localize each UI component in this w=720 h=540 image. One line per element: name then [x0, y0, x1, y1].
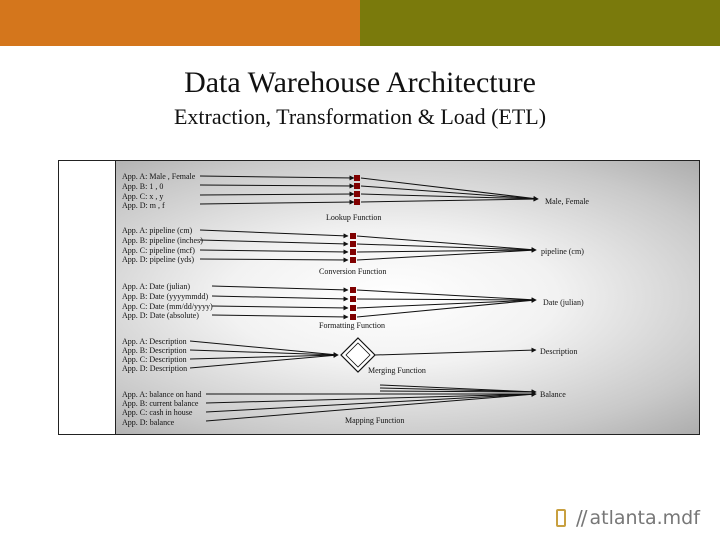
- transform-marker: [354, 175, 360, 181]
- slide-title: Data Warehouse Architecture: [184, 66, 536, 99]
- output-label: Date (julian): [543, 298, 584, 307]
- transform-to-target-arrow: [356, 297, 537, 318]
- source-to-transform-arrow: [211, 285, 349, 293]
- source-to-merge-arrow: [189, 340, 339, 358]
- source-label: App. A: balance on hand: [122, 390, 202, 399]
- transform-marker: [354, 183, 360, 189]
- output-label: Male, Female: [545, 197, 589, 206]
- transform-marker: [350, 296, 356, 302]
- logo-text: atlanta.mdf: [589, 507, 700, 529]
- source-label: App. B: pipeline (inches): [122, 236, 203, 245]
- transform-to-target-arrow: [356, 247, 537, 253]
- transform-to-target-arrow: [360, 196, 539, 203]
- etl-diagram-left-strip: [58, 160, 116, 435]
- transform-marker: [350, 233, 356, 239]
- transform-marker: [350, 257, 356, 263]
- source-label: App. C: cash in house: [122, 408, 193, 417]
- output-label: Description: [540, 347, 578, 356]
- transform-marker: [350, 287, 356, 293]
- header-band-orange: [0, 0, 360, 46]
- source-to-transform-arrow: [199, 191, 355, 197]
- source-label: App. B: Description: [122, 346, 187, 355]
- logo-mark-icon: [556, 509, 566, 527]
- source-to-transform-arrow: [199, 249, 349, 255]
- output-label: pipeline (cm): [541, 247, 584, 256]
- source-label: App. A: Male , Female: [122, 172, 196, 181]
- source-to-target-arrow: [205, 391, 537, 404]
- source-label: App. C: x , y: [122, 192, 164, 201]
- source-label: App. A: Description: [122, 337, 187, 346]
- transform-marker: [350, 305, 356, 311]
- function-label: Mapping Function: [345, 416, 405, 425]
- transform-to-target-arrow: [356, 243, 537, 253]
- transform-to-target-arrow: [356, 297, 537, 303]
- slide-subtitle: Extraction, Transformation & Load (ETL): [173, 104, 547, 129]
- source-to-transform-arrow: [199, 199, 355, 205]
- source-to-transform-arrow: [199, 183, 355, 189]
- source-to-target-arrow: [205, 391, 537, 422]
- source-label: App. B: current balance: [122, 399, 199, 408]
- merge-diamond-inner: [345, 342, 371, 368]
- source-to-transform-arrow: [199, 229, 349, 239]
- source-to-transform-arrow: [199, 257, 349, 263]
- source-label: App. C: Date (mm/dd/yyyy): [122, 302, 213, 311]
- transform-to-target-arrow: [356, 235, 537, 253]
- function-label: Conversion Function: [319, 267, 387, 276]
- header-band-olive: [360, 0, 720, 46]
- function-label: Merging Function: [368, 366, 426, 375]
- source-label: App. A: Date (julian): [122, 282, 190, 291]
- source-label: App. D: Description: [122, 364, 188, 373]
- transform-to-target-arrow: [360, 193, 539, 202]
- source-to-target-arrow: [379, 389, 537, 395]
- transform-marker: [354, 199, 360, 205]
- etl-diagram-panel: [58, 160, 700, 435]
- merge-to-target-arrow: [374, 347, 537, 356]
- transform-marker: [354, 191, 360, 197]
- output-label: Balance: [540, 390, 566, 399]
- source-to-transform-arrow: [199, 175, 355, 181]
- transform-marker: [350, 249, 356, 255]
- source-to-merge-arrow: [189, 352, 339, 360]
- source-label: App. D: Date (absolute): [122, 311, 199, 320]
- source-to-transform-arrow: [211, 314, 349, 320]
- source-to-target-arrow: [205, 391, 537, 413]
- merge-diamond: [340, 337, 376, 373]
- function-label: Lookup Function: [326, 213, 382, 222]
- source-to-transform-arrow: [211, 295, 349, 302]
- source-label: App. B: 1 , 0: [122, 182, 164, 191]
- function-label: Formatting Function: [319, 321, 385, 330]
- source-label: App. D: m , f: [122, 201, 165, 210]
- source-label: App. C: Description: [122, 355, 187, 364]
- logo-slashes: //: [576, 506, 588, 530]
- source-to-transform-arrow: [211, 305, 349, 311]
- source-label: App. D: pipeline (yds): [122, 255, 194, 264]
- atlanta-mdf-logo: // atlanta.mdf: [556, 506, 700, 530]
- source-label: App. A: pipeline (cm): [122, 226, 193, 235]
- source-to-transform-arrow: [199, 239, 349, 247]
- transform-to-target-arrow: [356, 297, 537, 309]
- source-label: App. B: Date (yyyymmdd): [122, 292, 209, 301]
- source-to-merge-arrow: [189, 349, 339, 358]
- transform-to-target-arrow: [360, 185, 539, 202]
- source-to-merge-arrow: [189, 352, 339, 369]
- transform-to-target-arrow: [360, 177, 539, 201]
- source-label: App. D: balance: [122, 418, 175, 427]
- source-label: App. C: pipeline (mcf): [122, 246, 195, 255]
- transform-marker: [350, 241, 356, 247]
- transform-marker: [350, 314, 356, 320]
- transform-to-target-arrow: [356, 247, 537, 261]
- transform-to-target-arrow: [356, 289, 537, 303]
